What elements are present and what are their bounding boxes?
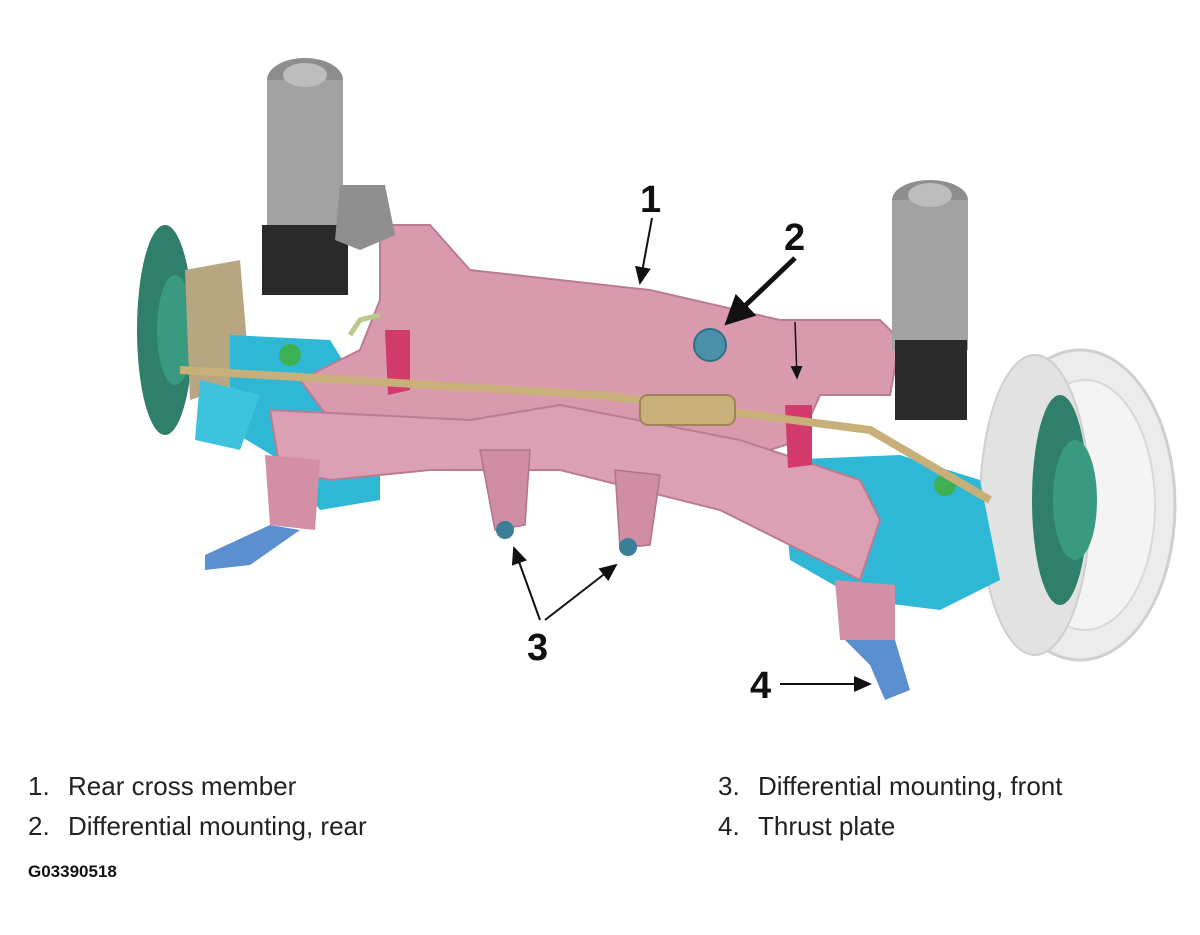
figure-id: G03390518 (28, 862, 117, 881)
legend-number: 2. (28, 811, 50, 841)
legend-item-3: 3. Differential mounting, front (718, 771, 1062, 802)
right-wheel-hub (1032, 395, 1097, 605)
callout-4: 4 (750, 665, 771, 707)
legend-number: 4. (718, 811, 740, 841)
legend-item-2: 2. Differential mounting, rear (28, 811, 367, 842)
callout-2: 2 (784, 217, 805, 259)
legend-item-4: 4. Thrust plate (718, 811, 895, 842)
thrust-plates (205, 525, 910, 700)
drive-shaft (179, 312, 993, 504)
rear-axle-illustration: 1 2 3 4 (137, 58, 1177, 707)
left-wheel-hub (137, 225, 250, 435)
legend-label: Differential mounting, front (758, 771, 1063, 801)
callout-lines (511, 217, 872, 692)
legend-item-1: 1. Rear cross member (28, 771, 296, 802)
legend-label: Differential mounting, rear (68, 811, 367, 841)
right-shock-absorber (892, 180, 968, 420)
legend-label: Thrust plate (758, 811, 896, 841)
callout-1: 1 (640, 179, 661, 221)
callout-3: 3 (527, 627, 548, 669)
legend-label: Rear cross member (68, 771, 297, 801)
legend-number: 1. (28, 771, 50, 801)
left-shock-absorber (262, 58, 395, 295)
rear-cross-member (265, 224, 902, 640)
legend-number: 3. (718, 771, 740, 801)
